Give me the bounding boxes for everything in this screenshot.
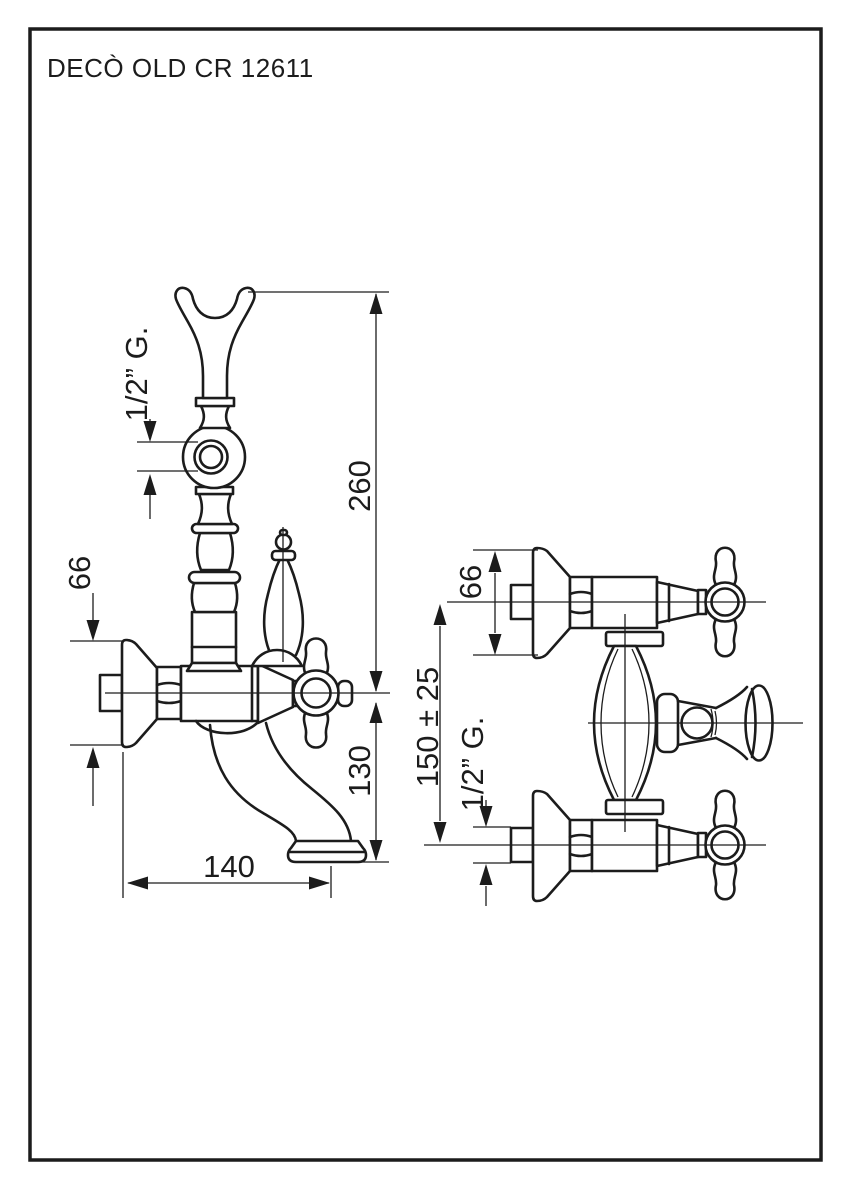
top-wall-flange: [531, 546, 572, 660]
hose-connector-ring: [193, 439, 229, 475]
drawing-frame: [28, 27, 823, 1162]
dim-flange-front: 66: [62, 556, 124, 806]
bottom-wall-flange: [531, 789, 572, 903]
dim-thread-front-label: 1/2” G.: [119, 327, 154, 422]
shower-fork: [174, 286, 256, 400]
dim-height: 260: [248, 291, 389, 692]
dim-flange-side-label: 66: [453, 565, 488, 599]
dim-reach: 140: [122, 752, 332, 898]
dim-flange-front-label: 66: [62, 556, 97, 590]
dim-reach-label: 140: [203, 849, 255, 884]
dim-inlet-distance-label: 150 ± 25: [410, 667, 445, 787]
front-view: 260 130 140 66: [62, 286, 390, 898]
dim-height-label: 260: [342, 460, 377, 512]
dim-inlet-distance: 150 ± 25: [410, 604, 447, 843]
dim-flange-side: 66: [453, 549, 538, 656]
lever-handle: [250, 528, 305, 668]
dim-thread-side-label: 1/2” G.: [455, 717, 490, 812]
product-title: DECÒ OLD CR 12611: [47, 53, 314, 83]
dim-thread-front: 1/2” G.: [119, 327, 198, 519]
side-view: 66 150 ± 25 1/2” G.: [410, 546, 803, 906]
riser-column: [174, 286, 256, 673]
dim-thread-side: 1/2” G.: [455, 717, 511, 906]
dim-spout-drop: 130: [333, 702, 389, 863]
dim-spout-drop-label: 130: [342, 745, 377, 797]
valve-body: [179, 662, 303, 735]
